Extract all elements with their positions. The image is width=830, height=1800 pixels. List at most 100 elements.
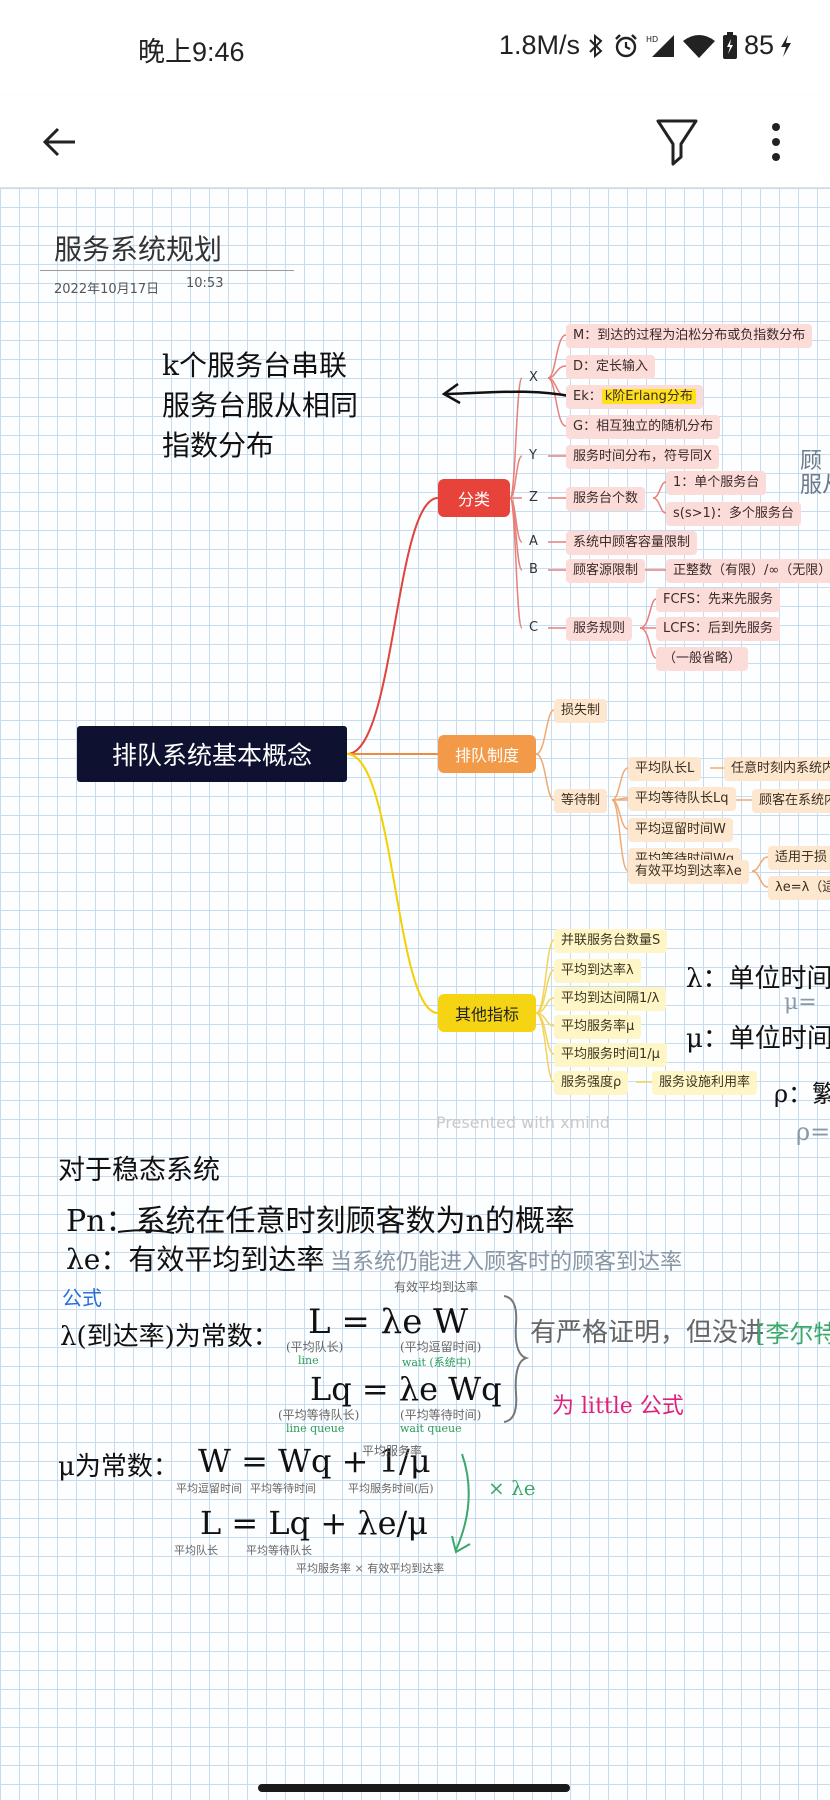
more-options-button[interactable] [744, 110, 808, 174]
home-indicator[interactable] [258, 1784, 570, 1792]
hw-lambda-e-desc: 当系统仍能进入顾客时的顾客到达率 [330, 1250, 683, 1275]
c-child-1[interactable]: FCFS：先来先服务 [656, 588, 781, 612]
other-lambda[interactable]: 平均到达率λ [554, 959, 641, 983]
wait-child-lq[interactable]: 平均等待队长Lq [628, 787, 736, 811]
hw-ek-note: k个服务台串联 服务台服从相同 指数分布 [162, 349, 359, 462]
svg-text:HD: HD [646, 35, 658, 44]
more-vert-icon [772, 123, 780, 161]
highlighter-button[interactable] [645, 110, 709, 174]
hw-eq3-top: 平均服务率 [362, 1444, 423, 1458]
letter-x: X [529, 370, 538, 385]
other-s[interactable]: 并联服务台数量S [554, 929, 668, 953]
hw-rho-eq: ρ= [796, 1118, 830, 1146]
hw-little: 为 little 公式 [552, 1394, 684, 1419]
status-bar: 晚上9:46 1.8M/s HD 85 [0, 0, 830, 96]
network-speed: 1.8M/s [498, 30, 580, 60]
category-fenlei[interactable]: 分类 [438, 479, 510, 517]
title-divider [40, 270, 294, 271]
bluetooth-icon [589, 33, 603, 58]
hw-eq4-r: 平均服务率 × 有效平均到达率 [296, 1562, 445, 1575]
category-paidui[interactable]: 排队制度 [438, 735, 536, 773]
note-title: 服务系统规划 [54, 233, 223, 266]
hw-times-lambda: × λe [488, 1476, 536, 1500]
rho-detail[interactable]: 服务设施利用率 [652, 1071, 758, 1095]
node-a[interactable]: 系统中顾客容量限制 [566, 531, 698, 555]
node-wait[interactable]: 等待制 [554, 789, 608, 813]
z-child-2[interactable]: s(s>1)：多个服务台 [666, 502, 801, 526]
hd-signal-icon: HD [646, 34, 674, 57]
node-c[interactable]: 服务规则 [566, 617, 633, 641]
hw-eq1-left2: line [298, 1354, 319, 1367]
hw-eq3: W = Wq + 1/μ [198, 1442, 431, 1480]
hw-rho-note: ρ：繁忙 [774, 1080, 830, 1108]
hw-eq1-right: (平均逗留时间) [400, 1340, 482, 1354]
hw-lambda-note: λ：单位时间内 [686, 964, 830, 994]
hw-proof-note2: [李尔特 [756, 1320, 830, 1348]
hw-eq3-r: 平均服务时间(后) [348, 1482, 434, 1495]
node-y[interactable]: 服务时间分布，符号同X [566, 445, 719, 469]
other-rho[interactable]: 服务强度ρ [554, 1071, 629, 1095]
hw-lambda-const: λ(到达率)为常数： [60, 1322, 279, 1352]
category-qita[interactable]: 其他指标 [438, 994, 536, 1032]
c-child-2[interactable]: LCFS：后到先服务 [656, 617, 780, 641]
x-item-d[interactable]: D：定长输入 [566, 355, 656, 379]
status-time: 晚上9:46 [138, 37, 245, 67]
hw-eq4-m: 平均等待队长 [246, 1544, 312, 1557]
wait-child-l[interactable]: 平均队长L [628, 757, 702, 781]
hw-eq3-m: 平均等待时间 [250, 1482, 316, 1495]
highlighter-icon [656, 119, 698, 166]
x-item-ek-label: Ek： [573, 389, 602, 404]
hw-eq2: Lq = λe Wq [310, 1370, 502, 1408]
x-item-ek[interactable]: Ek：k阶Erlang分布 [566, 385, 703, 409]
node-loss[interactable]: 损失制 [554, 699, 608, 723]
other-interval[interactable]: 平均到达间隔1/λ [554, 987, 667, 1011]
hw-eq1-left: (平均队长) [286, 1340, 344, 1354]
x-item-m[interactable]: M：到达的过程为泊松分布或负指数分布 [566, 324, 813, 348]
hw-proof-note: 有严格证明，但没讲 [530, 1318, 765, 1348]
back-button[interactable] [28, 110, 92, 174]
hw-lambda-e: λe：有效平均到达率 [66, 1243, 325, 1276]
app-bar [0, 96, 830, 188]
wifi-icon [682, 34, 715, 58]
hw-eq2-right: (平均等待时间) [400, 1408, 482, 1422]
hw-eq2-left: (平均等待队长) [278, 1408, 360, 1422]
b-child[interactable]: 正整数（有限）/∞（无限） [666, 559, 830, 583]
x-item-ek-highlight: k阶Erlang分布 [601, 389, 696, 404]
letter-z: Z [529, 490, 538, 505]
hw-eq4-l: 平均队长 [174, 1544, 218, 1557]
letter-y: Y [529, 448, 537, 463]
hw-eq2-left2: line queue [286, 1422, 345, 1435]
l-detail[interactable]: 任意时刻内系统内 [724, 757, 830, 781]
hw-steady: 对于稳态系统 [58, 1155, 220, 1186]
z-child-1[interactable]: 1：单个服务台 [666, 471, 767, 495]
lambda-e-child-1[interactable]: 适用于损 [768, 846, 830, 870]
note-time: 10:53 [186, 276, 224, 291]
letter-c: C [529, 620, 539, 635]
other-service-time[interactable]: 平均服务时间1/μ [554, 1043, 667, 1067]
other-mu[interactable]: 平均服务率μ [554, 1015, 642, 1039]
alarm-icon [615, 33, 637, 57]
node-b[interactable]: 顾客源限制 [566, 559, 646, 583]
mindmap-root[interactable]: 排队系统基本概念 [77, 726, 347, 782]
letter-a: A [529, 534, 538, 549]
hw-eq1-right2: wait (系统中) [402, 1356, 471, 1369]
hw-eq4: L = Lq + λe/μ [200, 1504, 429, 1542]
hw-eq1-top: 有效平均到达率 [394, 1280, 479, 1294]
c-child-3[interactable]: （一般省略） [656, 647, 749, 671]
wait-child-lambda-e[interactable]: 有效平均到达率λe [628, 860, 749, 884]
note-canvas[interactable]: 服务系统规划 2022年10月17日 10:53 [0, 188, 830, 1800]
x-item-g[interactable]: G：相互独立的随机分布 [566, 415, 721, 439]
wait-child-w[interactable]: 平均逗留时间W [628, 818, 733, 842]
battery-level: 85 [743, 30, 774, 60]
hw-brace [503, 1295, 530, 1423]
letter-b: B [529, 562, 538, 577]
xmind-watermark: Presented with xmind [436, 1113, 610, 1132]
hw-green-arrow [451, 1453, 471, 1554]
battery-icon [722, 31, 737, 59]
lambda-e-child-2[interactable]: λe=λ（适 [768, 876, 830, 900]
status-right: 1.8M/s HD 85 [499, 30, 792, 61]
node-z[interactable]: 服务台个数 [566, 487, 646, 511]
w-detail[interactable]: 顾客在系统内 [752, 789, 830, 813]
hw-pn: Pn：系统在任意时刻顾客数为n的概率 [66, 1204, 575, 1239]
hw-mu-eq: μ= [784, 990, 817, 1015]
